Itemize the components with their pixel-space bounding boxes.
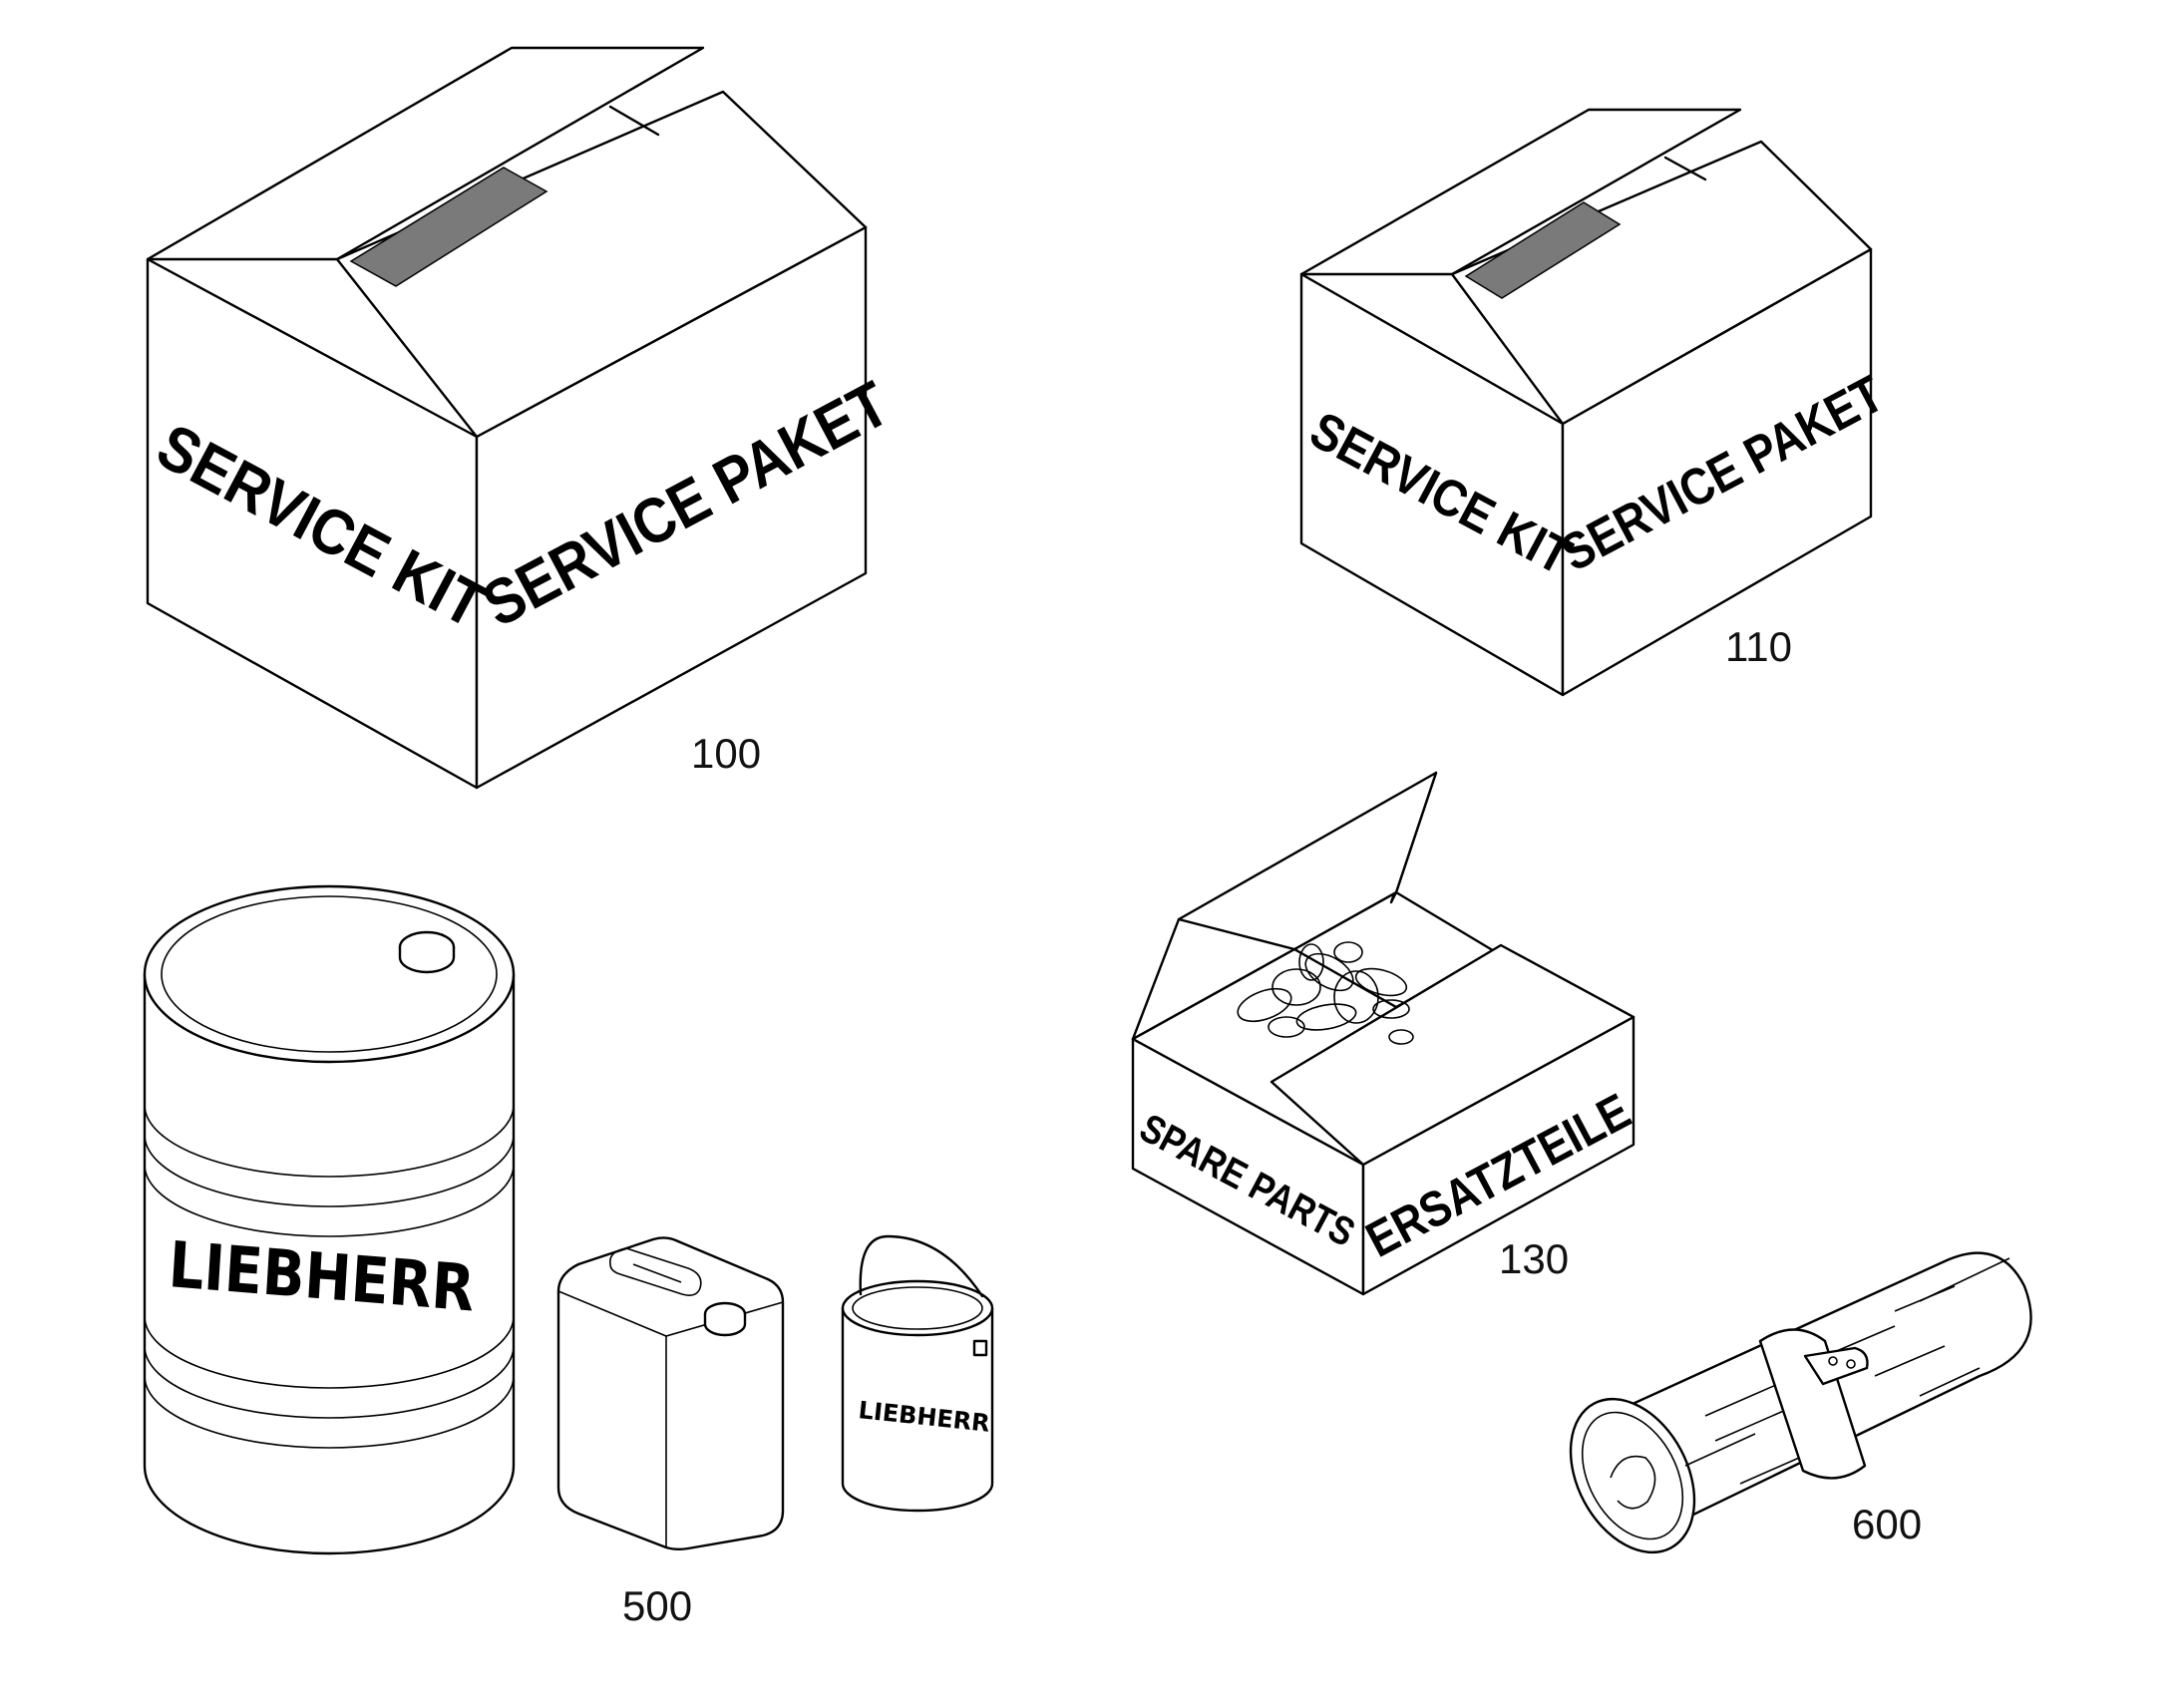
part-number-130: 130	[1499, 1235, 1569, 1282]
jerry-can	[556, 1236, 785, 1550]
spare-parts-box: SPARE PARTS ERSATZTEILE 130	[1131, 771, 1639, 1296]
packing-tape	[349, 167, 548, 287]
paint-can: LIEBHERR	[841, 1234, 994, 1513]
part-number-500: 500	[622, 1582, 692, 1629]
packing-tape	[1464, 201, 1622, 299]
part-number-100: 100	[691, 730, 761, 777]
service-kit-box-large: SERVICE KIT SERVICE PAKET 100	[147, 46, 901, 790]
part-number-110: 110	[1725, 623, 1792, 670]
oil-drum: LIEBHERR	[143, 884, 516, 1555]
part-number-600: 600	[1852, 1501, 1922, 1547]
o-rings-pile	[1237, 941, 1414, 1045]
service-kit-box-small: SERVICE KIT SERVICE PAKET 110	[1299, 108, 1893, 697]
material-roll: 600	[1569, 1251, 2032, 1554]
